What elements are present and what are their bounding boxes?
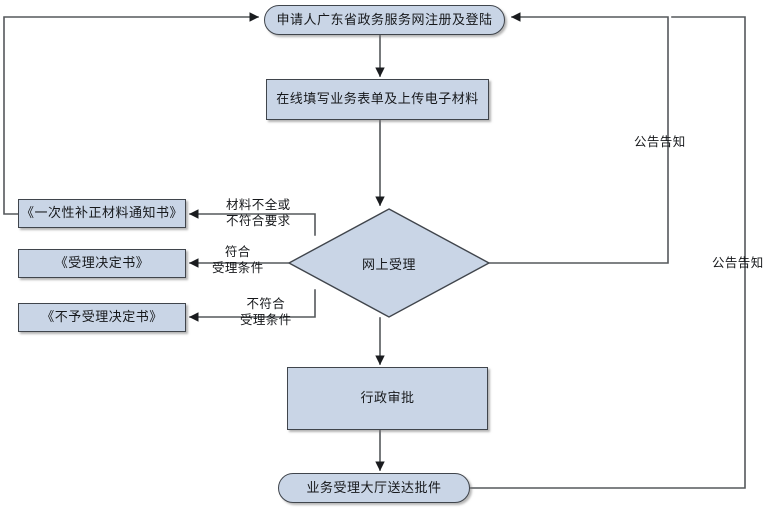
node-administrative-approval[interactable]: 行政审批 — [287, 367, 488, 430]
node-rejection-decision-label: 《不予受理决定书》 — [41, 309, 163, 325]
node-start[interactable]: 申请人广东省政务服务网注册及登陆 — [264, 5, 505, 35]
edge-label-announce-outer: 公告告知 — [712, 256, 764, 270]
edge-decision-to-correction — [189, 209, 316, 236]
node-delivery[interactable]: 业务受理大厅送达批件 — [278, 473, 470, 503]
node-acceptance-decision-label: 《受理决定书》 — [54, 255, 150, 271]
node-fill-form-label: 在线填写业务表单及上传电子材料 — [276, 91, 479, 107]
node-fill-form[interactable]: 在线填写业务表单及上传电子材料 — [266, 79, 489, 120]
node-online-accept[interactable]: 网上受理 — [287, 208, 491, 318]
edge-delivery-announce-to-start — [469, 16, 746, 489]
node-acceptance-decision[interactable]: 《受理决定书》 — [18, 249, 186, 278]
node-correction-notice-label: 《一次性补正材料通知书》 — [20, 205, 183, 221]
node-delivery-label: 业务受理大厅送达批件 — [306, 479, 442, 495]
node-start-label: 申请人广东省政务服务网注册及登陆 — [276, 11, 493, 27]
edge-decision-announce-to-start — [489, 12, 669, 264]
node-administrative-approval-label: 行政审批 — [360, 390, 415, 406]
node-correction-notice[interactable]: 《一次性补正材料通知书》 — [18, 199, 186, 228]
edge-label-announce-inner: 公告告知 — [634, 135, 686, 149]
diamond-shape — [287, 208, 491, 318]
edge-label-incomplete: 材料不全或 不符合要求 — [226, 198, 291, 228]
edge-decision-to-rejection — [189, 289, 316, 322]
edge-label-not-meets-conditions: 不符合 受理条件 — [240, 297, 292, 327]
edge-label-meets-conditions: 符合 受理条件 — [212, 245, 264, 275]
edge-correction-back-to-start — [3, 12, 259, 215]
node-rejection-decision[interactable]: 《不予受理决定书》 — [18, 303, 186, 332]
